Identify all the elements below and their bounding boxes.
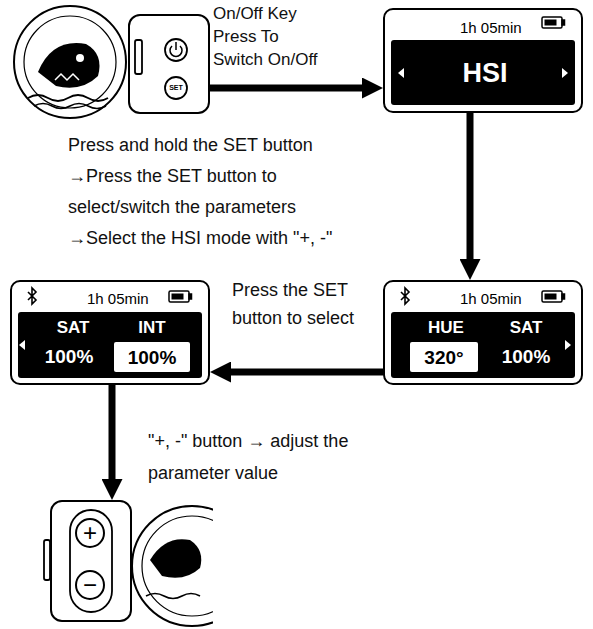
screen-panels bbox=[18, 40, 575, 378]
screen-text: 100% bbox=[34, 346, 104, 368]
button-symbol: + bbox=[75, 518, 105, 548]
lamp-body bbox=[132, 506, 213, 626]
step-instruction: "+, -" button → adjust the parameter val… bbox=[148, 425, 403, 489]
screen-text: SAT bbox=[38, 318, 108, 338]
screen-text: SET bbox=[165, 84, 187, 92]
screen-text: 100% bbox=[491, 346, 561, 368]
control-panel: SET bbox=[128, 14, 210, 114]
screen-text: HSI bbox=[425, 58, 545, 89]
step-instruction: Press and hold the SET button →Press the… bbox=[68, 130, 358, 254]
selected-value: 100% bbox=[114, 342, 190, 372]
lamp-face bbox=[14, 6, 126, 118]
screen-text: SAT bbox=[491, 318, 561, 338]
flow-arrow bbox=[109, 385, 116, 486]
bluetooth-icon bbox=[28, 288, 409, 304]
button-rocker bbox=[44, 510, 112, 612]
flow-arrow bbox=[467, 113, 474, 266]
button-symbol: − bbox=[75, 570, 105, 600]
control-panel-parts bbox=[135, 39, 187, 99]
screen-text: 1h 05min bbox=[87, 290, 167, 307]
flow-arrow bbox=[210, 85, 369, 92]
screen-text: 320° bbox=[410, 347, 478, 369]
step-instruction: Press the SET button to select bbox=[232, 276, 364, 332]
screen-text: 1h 05min bbox=[460, 19, 540, 36]
control-panel: +− bbox=[50, 500, 132, 622]
screen-text: INT bbox=[117, 318, 187, 338]
screen-display: 1h 05minHSI bbox=[383, 8, 583, 113]
screen-display: 1h 05minHUE SAT 100% 320° bbox=[383, 280, 583, 385]
screen-text: 100% bbox=[114, 347, 190, 369]
flow-arrow bbox=[224, 369, 383, 376]
step-instruction: On/Off Key Press To Switch On/Off bbox=[213, 2, 325, 71]
screen-display: 1h 05minSAT 100% INT 100% bbox=[10, 280, 210, 385]
selected-value: 320° bbox=[410, 342, 478, 372]
screen-text: 1h 05min bbox=[460, 290, 540, 307]
scroll-arrow bbox=[19, 68, 571, 350]
screen-text: HUE bbox=[411, 318, 481, 338]
